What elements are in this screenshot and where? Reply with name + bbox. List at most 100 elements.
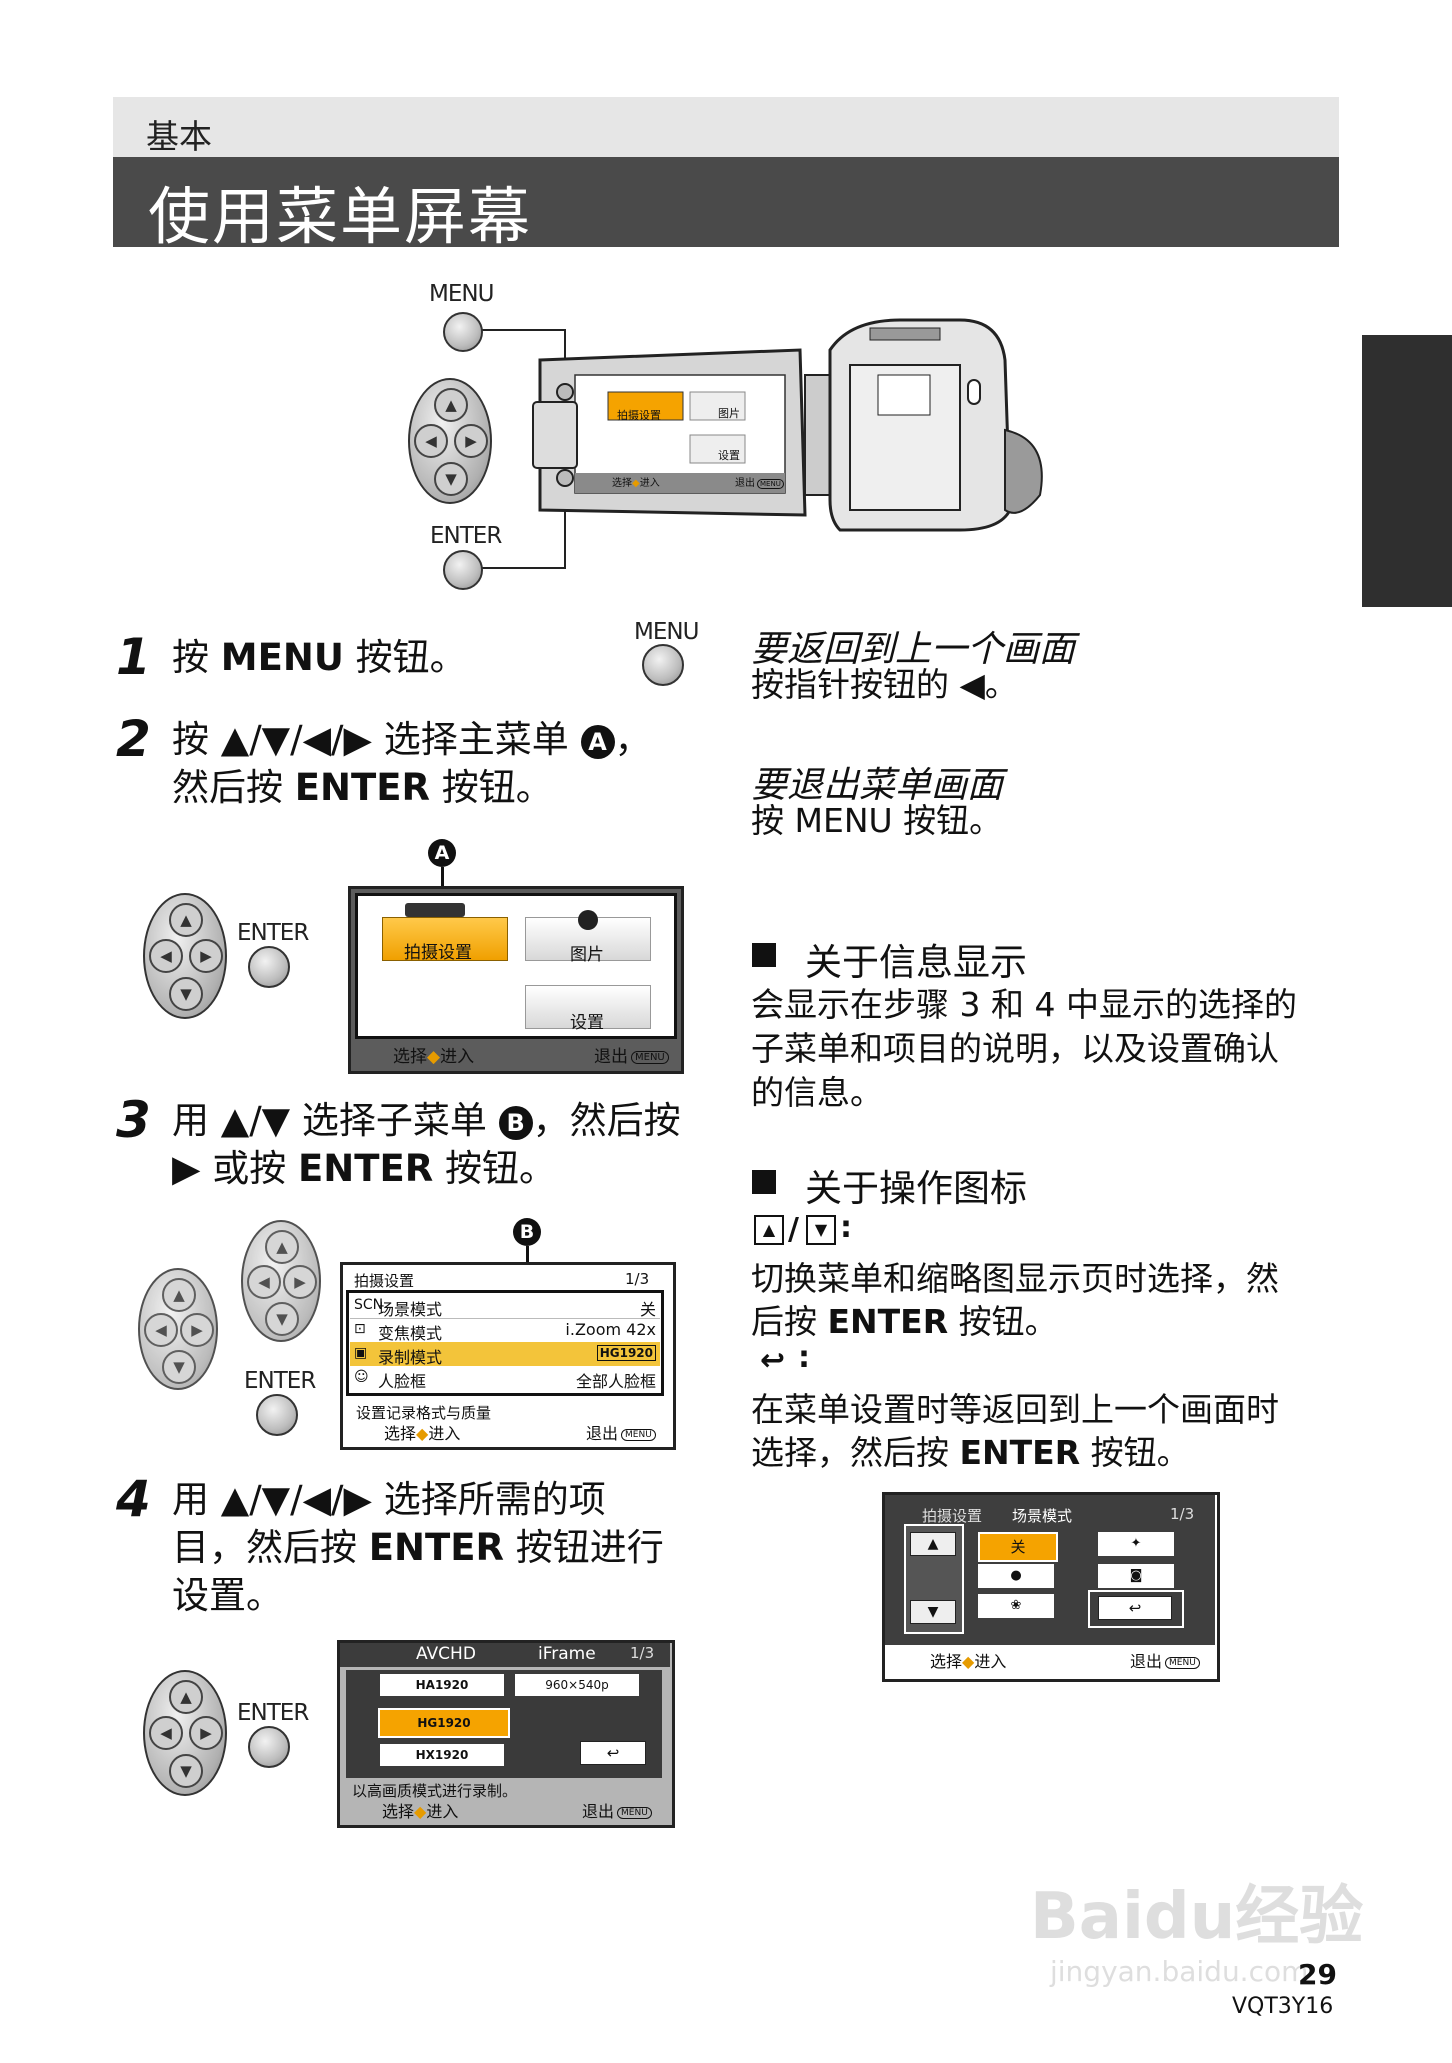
fig4-cursor-button: ▲ ▼ ◀ ▶ (143, 1670, 227, 1796)
fig3-enter-label: ENTER (244, 1368, 316, 1394)
fig2-cursor-button: ▲ ▼ ◀ ▶ (143, 893, 227, 1019)
fig3-row-3-selected[interactable]: ▣ 录制模式 HG1920 (350, 1342, 660, 1367)
fig3-row-2[interactable]: ⊡ 变焦模式 i.Zoom 42x (350, 1318, 660, 1343)
exit-text: 按 MENU 按钮。 (751, 801, 1003, 840)
fig4-return-icon[interactable]: ↩ (580, 1741, 646, 1765)
icons-text-2-line-1: 在菜单设置时等返回到上一个画面时 (751, 1390, 1279, 1429)
top-screen-footer-left: 选择◆进入 (612, 478, 660, 489)
fig4-down-arrow-icon: ▼ (169, 1754, 203, 1788)
fig4-page: 1/3 (630, 1644, 655, 1662)
fig2-item-label-2: 图片 (570, 945, 604, 965)
fig3-header-left: 拍摄设置 (354, 1272, 415, 1290)
step-3-line-1: 用 ▲/▼ 选择子菜单 B，然后按 (172, 1099, 681, 1142)
fig5-option-portrait-icon[interactable]: ● (978, 1564, 1054, 1588)
fig5-header-right: 1/3 (1170, 1505, 1195, 1523)
fig3b-left-arrow-icon: ◀ (247, 1265, 281, 1299)
menu-label: MENU (429, 281, 494, 307)
fig5-option-night-icon[interactable]: ◙ (1098, 1564, 1174, 1588)
fig3-cursor-button-right: ▲ ▼ ◀ ▶ (241, 1220, 321, 1342)
step-2-line-1: 按 ▲/▼/◀/▶ 选择主菜单 A， (172, 718, 652, 761)
left-arrow-icon[interactable]: ◀ (414, 424, 448, 458)
icons-text-1-line-1: 切换菜单和缩略图显示页时选择，然 (751, 1259, 1279, 1298)
fig4-help-text: 以高画质模式进行录制。 (352, 1782, 518, 1800)
fig2-right-arrow-icon: ▶ (189, 939, 223, 973)
exit-heading: 要退出菜单画面 (751, 765, 1004, 806)
fig5-header-left: 拍摄设置 (922, 1507, 983, 1525)
fig4-option-hx[interactable]: HX1920 (380, 1744, 504, 1766)
marker-b-icon: B (498, 1106, 533, 1140)
icons-bullet-icon (752, 1170, 776, 1194)
fig3-cursor-button-left: ▲ ▼ ◀ ▶ (138, 1268, 218, 1390)
fig2-up-arrow-icon: ▲ (169, 903, 203, 937)
fig2-down-arrow-icon: ▼ (169, 977, 203, 1011)
enter-button[interactable] (443, 550, 483, 590)
step-4-line-2: 目，然后按 ENTER 按钮进行 (172, 1526, 664, 1569)
fig3-rec-icon: ▣ (354, 1345, 368, 1361)
fig2-item-shooting-settings[interactable] (382, 917, 508, 961)
watermark-logo: Baidu经验 (1030, 1880, 1364, 1954)
fig2-picture-icon (578, 910, 598, 930)
top-screen-item-2: 图片 (718, 407, 740, 420)
fig2-marker-a-icon: A (428, 839, 456, 867)
cursor-button[interactable]: ▲ ▼ ◀ ▶ (408, 378, 492, 504)
fig4-option-ha[interactable]: HA1920 (380, 1674, 504, 1696)
fig3b-down-arrow-icon: ▼ (265, 1302, 299, 1336)
page-title: 使用菜单屏幕 (148, 180, 533, 253)
icons-text-2-line-2: 选择，然后按 ENTER 按钮。 (751, 1433, 1190, 1472)
info-bullet-icon (752, 943, 776, 967)
fig5-option-macro-icon[interactable]: ❀ (978, 1594, 1054, 1618)
fig5-page-up-icon[interactable]: ▲ (910, 1532, 956, 1556)
info-heading: 关于信息显示 (805, 941, 1027, 984)
fig3-row-4[interactable]: ☺ 人脸框 全部人脸框 (354, 1369, 656, 1391)
step-1-menu-button-icon (642, 644, 684, 686)
fig2-enter-label: ENTER (237, 920, 309, 946)
fig4-enter-button (248, 1726, 290, 1768)
fig3-up-arrow-icon: ▲ (162, 1278, 196, 1312)
fig3-zoom-icon: ⊡ (354, 1321, 366, 1337)
icons-colon-2: : (798, 1340, 810, 1375)
fig4-option-iframe[interactable]: 960×540p (515, 1674, 639, 1696)
marker-a-icon: A (580, 725, 615, 759)
fig4-footer-left: 选择◆进入 (382, 1802, 459, 1821)
section-label: 基本 (146, 117, 212, 156)
fig2-item-setup[interactable] (525, 985, 651, 1029)
fig4-col1: AVCHD (416, 1644, 476, 1664)
return-icon: ↩ (760, 1343, 786, 1378)
step-4-number: 4 (116, 1470, 151, 1528)
fig4-enter-label: ENTER (237, 1700, 309, 1726)
step-2-line-2: 然后按 ENTER 按钮。 (172, 766, 553, 809)
page-down-icon: ▼ (806, 1215, 836, 1245)
fig4-right-arrow-icon: ▶ (189, 1716, 223, 1750)
step-1-text: 按 MENU 按钮。 (172, 636, 467, 679)
icons-slash: / (788, 1212, 799, 1247)
fig4-option-hg-selected[interactable]: HG1920 (378, 1708, 510, 1738)
fig5-footer-left: 选择◆进入 (930, 1652, 1007, 1671)
fig2-left-arrow-icon: ◀ (149, 939, 183, 973)
up-arrow-icon[interactable]: ▲ (434, 388, 468, 422)
info-text-2: 子菜单和项目的说明，以及设置确认 (751, 1029, 1279, 1068)
page-up-icon: ▲ (754, 1215, 784, 1245)
fig4-left-arrow-icon: ◀ (149, 1716, 183, 1750)
fig4-up-arrow-icon: ▲ (169, 1680, 203, 1714)
info-text-1: 会显示在步骤 3 和 4 中显示的选择的 (751, 985, 1297, 1024)
fig3-row-1[interactable]: SCN 场景模式 关 (350, 1294, 660, 1319)
top-screen-item-3: 设置 (718, 449, 740, 462)
fig3-enter-button (256, 1394, 298, 1436)
fig5-option-sports-icon[interactable]: ✦ (1098, 1532, 1174, 1556)
fig5-return-icon[interactable]: ↩ (1098, 1596, 1172, 1620)
down-arrow-icon[interactable]: ▼ (434, 462, 468, 496)
fig5-option-off-selected[interactable]: 关 (978, 1532, 1058, 1562)
fig5-page-down-icon[interactable]: ▼ (910, 1600, 956, 1624)
menu-button[interactable] (443, 312, 483, 352)
icons-heading: 关于操作图标 (805, 1167, 1027, 1210)
watermark-url: jingyan.baidu.com (1050, 1955, 1309, 1988)
fig5-header-mid: 场景模式 (1012, 1507, 1073, 1525)
section-band (113, 97, 1339, 157)
right-arrow-icon[interactable]: ▶ (454, 424, 488, 458)
title-bar (113, 157, 1339, 247)
camcorder-illustration (482, 318, 1043, 569)
